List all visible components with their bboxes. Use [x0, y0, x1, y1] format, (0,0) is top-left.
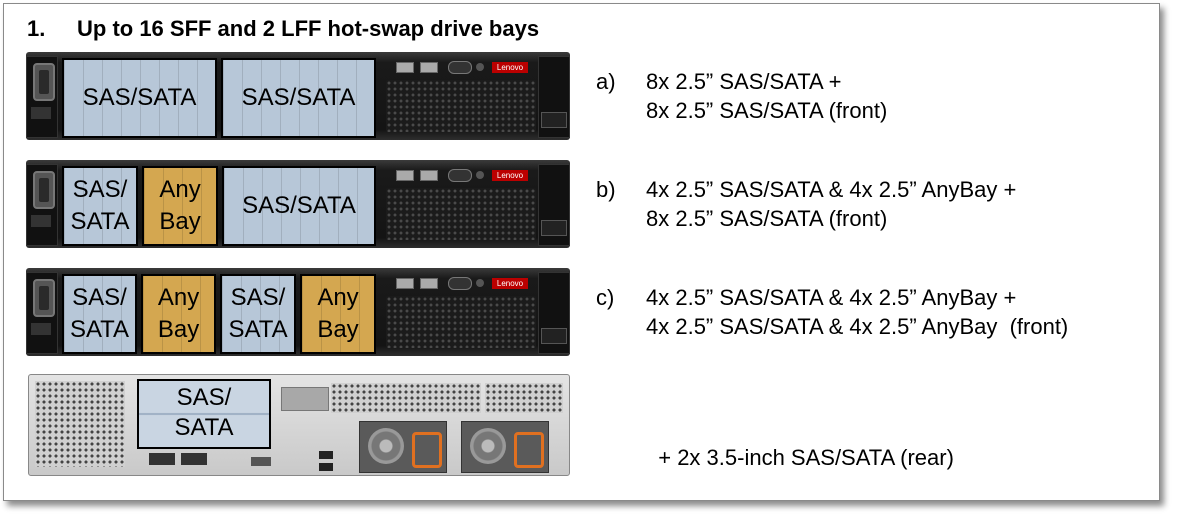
rear-drive-label: SAS/ SATA [174, 384, 234, 441]
id-button-icon [476, 171, 484, 179]
option-line: 8x 2.5” SAS/SATA (front) [646, 98, 888, 123]
drive-bays-b: SAS/ SATA Any Bay SAS/SATA [62, 166, 376, 246]
psu-handle [514, 432, 544, 468]
ethernet-port-icon [181, 453, 207, 465]
usb-port-icon [396, 278, 414, 289]
bay-group-anybay: Any Bay [142, 166, 219, 246]
vga-port-icon [33, 171, 55, 209]
option-b-description: b) 4x 2.5” SAS/SATA & 4x 2.5” AnyBay + 8x… [596, 175, 1016, 262]
right-ear [538, 164, 570, 246]
bay-group-label: Any Bay [317, 284, 359, 343]
lenovo-logo: Lenovo [492, 278, 528, 289]
bay-group-label: Any Bay [157, 284, 200, 343]
left-ear [26, 164, 58, 246]
usb-port-icon [420, 170, 438, 181]
model-badge [541, 328, 567, 344]
bay-group-sas: SAS/ SATA [62, 166, 139, 246]
power-button-icon [448, 169, 472, 182]
option-c-description: c) 4x 2.5” SAS/SATA & 4x 2.5” AnyBay + 4x… [596, 283, 1068, 370]
front-vent-mesh [386, 296, 536, 348]
server-rear: SAS/ SATA [28, 374, 570, 476]
left-ear [26, 56, 58, 138]
rear-drive-sas: SAS/ SATA [137, 379, 271, 449]
id-button-icon [476, 63, 484, 71]
server-front-c: SAS/ SATA Any Bay SAS/ SATA Any Bay Leno… [26, 268, 570, 356]
lenovo-logo: Lenovo [492, 62, 528, 73]
drive-bays-c: SAS/ SATA Any Bay SAS/ SATA Any Bay [62, 274, 376, 354]
bay-group-sas: SAS/ SATA [220, 274, 297, 354]
model-badge [541, 220, 567, 236]
bay-group-anybay: Any Bay [141, 274, 217, 354]
option-letter: c) [596, 285, 615, 310]
rear-vent-top [331, 383, 481, 413]
drive-bays-a: SAS/SATA SAS/SATA [62, 58, 376, 138]
server-front-a: SAS/SATA SAS/SATA Lenovo [26, 52, 570, 140]
psu-fan-icon [470, 428, 506, 464]
lenovo-logo: Lenovo [492, 170, 528, 181]
bay-group-label: SAS/SATA [82, 84, 197, 111]
bay-group-sas: SAS/SATA [62, 58, 217, 138]
rear-option-description: + 2x 3.5-inch SAS/SATA (rear) [646, 414, 954, 472]
vga-port-icon [33, 63, 55, 101]
option-letter: b) [596, 177, 616, 202]
bay-group-label: SAS/SATA [242, 192, 356, 219]
bay-group-label: SAS/ SATA [70, 176, 130, 235]
right-ear [538, 272, 570, 354]
usb-port-icon [420, 278, 438, 289]
power-button-icon [448, 61, 472, 74]
bay-group-label: SAS/ SATA [228, 284, 288, 343]
option-line: 8x 2.5” SAS/SATA (front) [646, 206, 888, 231]
power-button-icon [448, 277, 472, 290]
ethernet-port-icon [149, 453, 175, 465]
power-supply [461, 421, 549, 473]
bay-group-label: Any Bay [159, 176, 201, 235]
usb-port-icon [396, 62, 414, 73]
rear-option-text: + 2x 3.5-inch SAS/SATA (rear) [658, 445, 954, 470]
bay-group-label: SAS/SATA [241, 84, 356, 111]
server-front-b: SAS/ SATA Any Bay SAS/SATA Lenovo [26, 160, 570, 248]
front-vent-mesh [386, 188, 536, 240]
left-ear [26, 272, 58, 354]
bay-group-sas: SAS/SATA [221, 58, 376, 138]
ear-slot [31, 215, 51, 227]
model-badge [541, 112, 567, 128]
title-text: Up to 16 SFF and 2 LFF hot-swap drive ba… [77, 16, 540, 41]
front-vent-mesh [386, 80, 536, 132]
bay-group-anybay: Any Bay [300, 274, 376, 354]
id-button-icon [476, 279, 484, 287]
title-number: 1. [27, 16, 46, 41]
rear-vent-right [485, 383, 563, 413]
ear-slot [31, 323, 51, 335]
front-panel: Lenovo [386, 274, 536, 350]
option-letter: a) [596, 69, 616, 94]
usb-port-icon [319, 463, 333, 471]
option-a-description: a) 8x 2.5” SAS/SATA + 8x 2.5” SAS/SATA (f… [596, 67, 887, 154]
rear-vent-left [35, 381, 125, 467]
option-line: 4x 2.5” SAS/SATA & 4x 2.5” AnyBay + [646, 285, 1017, 310]
figure-title: 1. Up to 16 SFF and 2 LFF hot-swap drive … [27, 16, 539, 42]
usb-port-icon [319, 451, 333, 459]
power-supply [359, 421, 447, 473]
front-panel: Lenovo [386, 166, 536, 242]
option-line: 4x 2.5” SAS/SATA & 4x 2.5” AnyBay (front… [646, 314, 1069, 339]
usb-port-icon [420, 62, 438, 73]
bay-group-sas: SAS/SATA [222, 166, 376, 246]
psu-fan-icon [368, 428, 404, 464]
front-panel: Lenovo [386, 58, 536, 134]
right-ear [538, 56, 570, 138]
usb-port-icon [396, 170, 414, 181]
ear-slot [31, 107, 51, 119]
psu-handle [412, 432, 442, 468]
option-line: 4x 2.5” SAS/SATA & 4x 2.5” AnyBay + [646, 177, 1017, 202]
vga-port-icon [33, 279, 55, 317]
pcie-slot [281, 387, 329, 411]
bay-group-sas: SAS/ SATA [62, 274, 138, 354]
vga-port-icon [251, 457, 271, 466]
bay-group-label: SAS/ SATA [69, 284, 130, 343]
option-line: 8x 2.5” SAS/SATA + [646, 69, 842, 94]
